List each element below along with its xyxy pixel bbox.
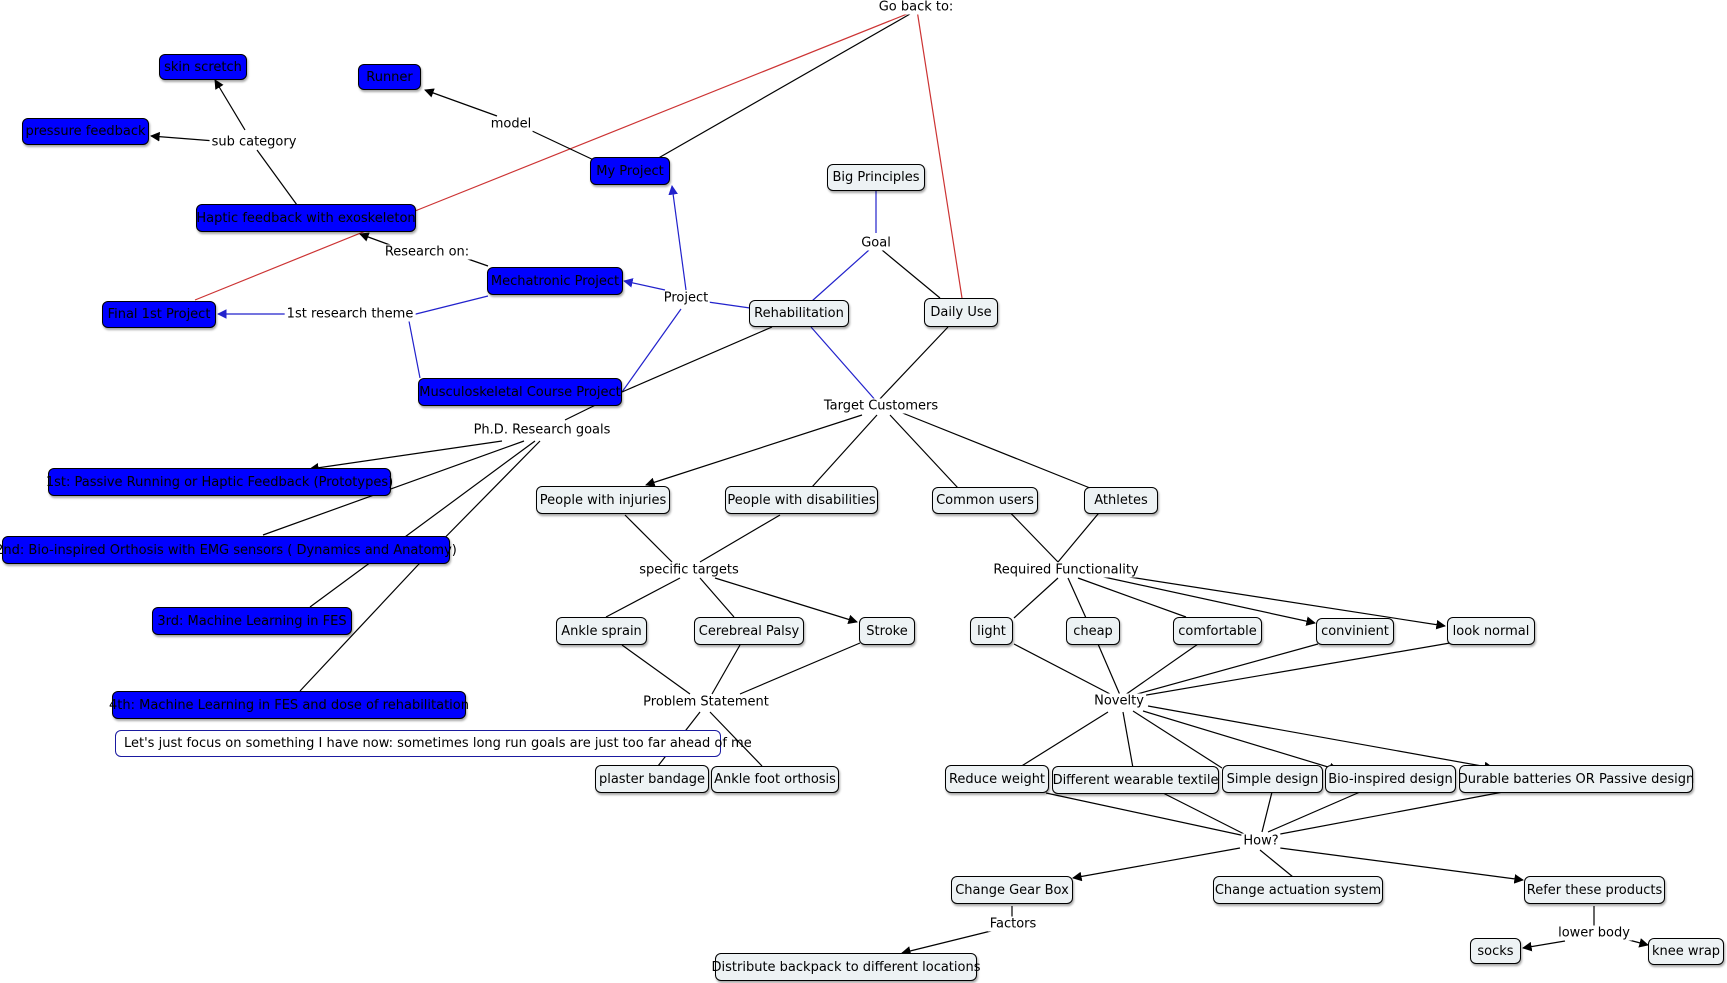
concept-light[interactable]: light [970,617,1013,645]
concept-simple-design[interactable]: Simple design [1222,765,1323,793]
concept-bio-inspired-design[interactable]: Bio-inspired design [1325,765,1456,793]
label-goal: Goal [859,235,893,251]
concept-change-actuation[interactable]: Change actuation system [1213,876,1383,904]
concept-rehabilitation[interactable]: Rehabilitation [749,300,849,327]
concept-goal-2nd[interactable]: 2nd: Bio-inspired Orthosis with EMG sens… [0,536,457,564]
label-specific-targets: specific targets [637,562,741,578]
concept-look-normal[interactable]: look normal [1447,617,1535,645]
concept-daily-use[interactable]: Daily Use [924,298,998,327]
label-how: How? [1241,833,1281,849]
concept-people-with-injuries[interactable]: People with injuries [536,486,670,514]
concept-plaster-bandage[interactable]: plaster bandage [595,765,709,793]
concept-cerebral-palsy[interactable]: Cerebreal Palsy [694,617,804,645]
concept-mechatronic-project[interactable]: Mechatronic Project [487,267,623,295]
concept-comfortable[interactable]: comfortable [1173,617,1262,645]
concept-knee-wrap[interactable]: knee wrap [1648,938,1724,965]
concept-distribute-backpack[interactable]: Distribute backpack to different locatio… [712,953,981,981]
label-novelty: Novelty [1092,693,1146,709]
concept-convinient[interactable]: convinient [1316,618,1394,645]
concept-final-1st-project[interactable]: Final 1st Project [102,301,216,328]
label-problem-statement: Problem Statement [641,694,771,710]
label-model: model [488,116,534,132]
concept-cheap[interactable]: cheap [1066,617,1120,645]
concept-focus-note[interactable]: Let's just focus on something I have now… [115,730,752,757]
label-1st-research-theme: 1st research theme [284,306,416,322]
concept-change-gear-box[interactable]: Change Gear Box [951,876,1073,904]
concept-athletes[interactable]: Athletes [1084,487,1158,514]
concept-haptic-feedback[interactable]: Haptic feedback with exoskeleton [196,204,416,232]
label-lower-body: lower body [1556,925,1632,941]
label-project: Project [661,290,711,306]
concept-musculoskeletal-project[interactable]: Musculoskeletal Course Project [418,378,622,406]
concept-durable-batteries[interactable]: Durable batteries OR Passive design [1458,765,1694,793]
concept-common-users[interactable]: Common users [932,487,1038,514]
concept-goal-1st[interactable]: 1st: Passive Running or Haptic Feedback … [46,468,393,496]
concept-my-project[interactable]: My Project [590,157,670,185]
label-go-back-to: Go back to: [876,0,956,15]
concept-ankle-sprain[interactable]: Ankle sprain [556,617,647,645]
concept-goal-4th[interactable]: 4th: Machine Learning in FES and dose of… [109,691,469,719]
label-sub-category: sub category [209,134,299,150]
concept-big-principles[interactable]: Big Principles [827,164,925,191]
concept-people-with-disabilities[interactable]: People with disabilities [725,486,878,514]
concept-socks[interactable]: socks [1470,938,1521,964]
label-factors: Factors [987,916,1039,932]
label-required-functionality: Required Functionality [991,562,1141,578]
concept-ankle-foot-orthosis[interactable]: Ankle foot orthosis [711,766,839,793]
label-target-customers: Target Customers [821,398,941,414]
concept-goal-3rd[interactable]: 3rd: Machine Learning in FES [152,607,352,635]
concept-refer-products[interactable]: Refer these products [1524,876,1665,904]
label-phd-research-goals: Ph.D. Research goals [471,422,613,438]
concept-stroke[interactable]: Stroke [859,617,915,645]
concept-pressure-feedback[interactable]: pressure feedback [22,118,149,145]
label-research-on: Research on: [382,244,472,260]
concept-different-textile[interactable]: Different wearable textile [1052,766,1219,794]
concept-reduce-weight[interactable]: Reduce weight [945,765,1049,793]
concept-runner[interactable]: Runner [358,64,421,90]
concept-skin-scretch[interactable]: skin scretch [159,54,247,80]
